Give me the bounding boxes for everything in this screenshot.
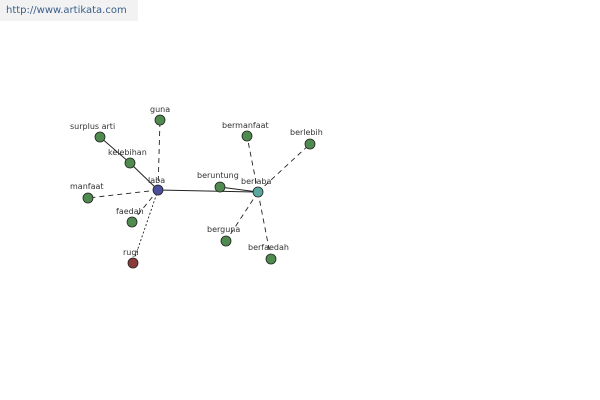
node-bermanfaat[interactable]: bermanfaat xyxy=(222,121,269,142)
node-dot[interactable] xyxy=(304,138,316,150)
node-label: berfaedah xyxy=(248,243,289,252)
node-label: berlaba xyxy=(241,177,271,186)
node-dot[interactable] xyxy=(126,216,138,228)
edges-layer xyxy=(87,119,311,264)
node-faedah[interactable]: faedah xyxy=(116,207,144,228)
edge-laba-kelebihan xyxy=(129,162,159,191)
node-dot[interactable] xyxy=(252,186,264,198)
node-dot[interactable] xyxy=(154,114,166,126)
edge-kelebihan-surplus-arti xyxy=(99,136,131,164)
node-dot[interactable] xyxy=(220,235,232,247)
node-label: surplus arti xyxy=(70,122,115,131)
node-rugi[interactable]: rugi xyxy=(123,248,139,269)
edge-laba-berlaba xyxy=(157,189,259,193)
node-guna[interactable]: guna xyxy=(150,105,170,126)
edge-berlaba-berlebih xyxy=(257,143,311,193)
node-label: bermanfaat xyxy=(222,121,269,130)
edge-laba-guna xyxy=(157,119,161,191)
node-surplus-arti[interactable]: surplus arti xyxy=(70,122,115,143)
node-dot[interactable] xyxy=(82,192,94,204)
node-dot[interactable] xyxy=(214,181,226,193)
node-label: beruntung xyxy=(197,171,239,180)
node-manfaat[interactable]: manfaat xyxy=(70,182,104,204)
node-kelebihan[interactable]: kelebihan xyxy=(108,148,147,169)
nodes-layer: laba berlaba guna surplus arti kelebihan manf… xyxy=(70,105,323,269)
edge-laba-manfaat xyxy=(87,189,159,199)
node-berlebih[interactable]: berlebih xyxy=(290,128,323,150)
node-dot[interactable] xyxy=(152,184,164,196)
node-dot[interactable] xyxy=(241,130,253,142)
node-label: rugi xyxy=(123,248,139,257)
edge-berlaba-berfaedah xyxy=(257,191,272,260)
node-label: faedah xyxy=(116,207,144,216)
node-beruntung[interactable]: beruntung xyxy=(197,171,239,193)
edge-laba-rugi xyxy=(132,189,159,264)
edge-berlaba-beruntung xyxy=(219,186,259,193)
node-dot[interactable] xyxy=(265,253,277,265)
node-label: guna xyxy=(150,105,170,114)
source-url-banner[interactable]: http://www.artikata.com xyxy=(0,0,138,21)
node-label: berlebih xyxy=(290,128,323,137)
node-berfaedah[interactable]: berfaedah xyxy=(248,243,289,265)
edge-berlaba-berguna xyxy=(225,191,259,242)
node-dot[interactable] xyxy=(94,131,106,143)
node-laba[interactable]: laba xyxy=(148,176,165,196)
edge-laba-faedah xyxy=(131,189,159,223)
edge-berlaba-bermanfaat xyxy=(246,135,259,193)
node-label: kelebihan xyxy=(108,148,147,157)
node-label: laba xyxy=(148,176,165,185)
node-berguna[interactable]: berguna xyxy=(207,225,240,247)
node-dot[interactable] xyxy=(124,157,136,169)
node-dot[interactable] xyxy=(127,257,139,269)
node-label: manfaat xyxy=(70,182,104,191)
node-label: berguna xyxy=(207,225,240,234)
node-berlaba[interactable]: berlaba xyxy=(241,177,271,198)
